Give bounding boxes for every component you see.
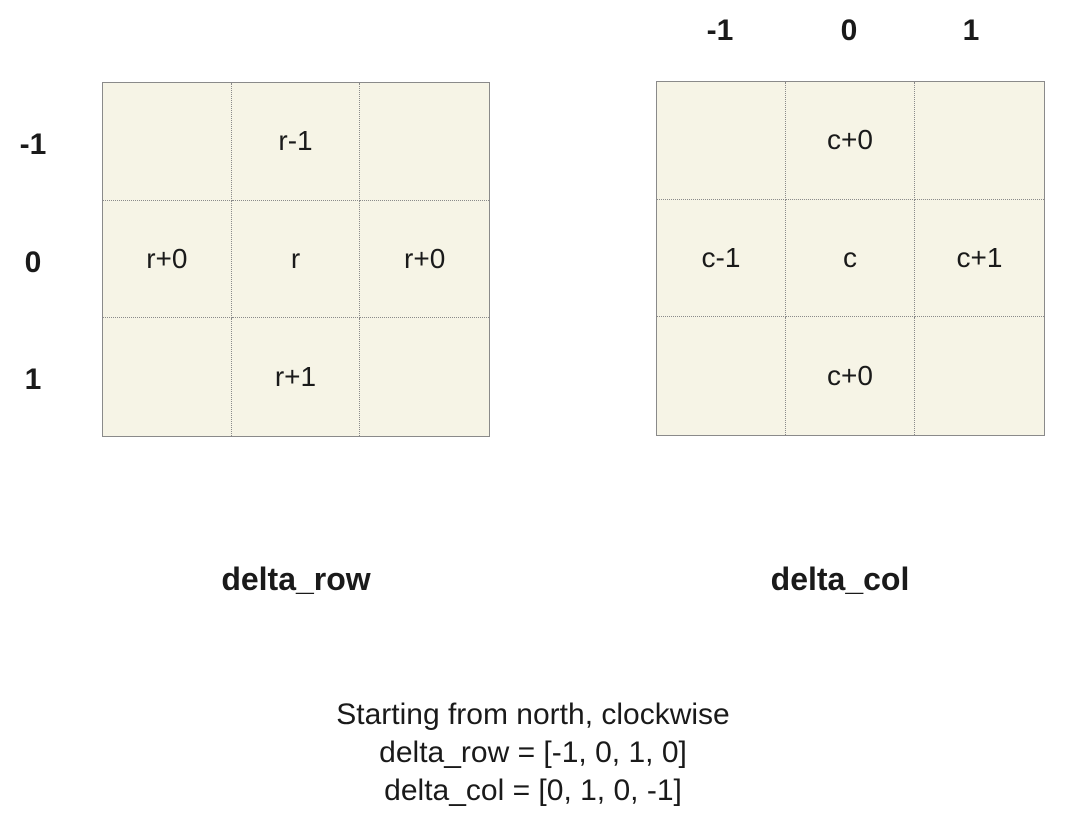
delta-col-title: delta_col: [770, 561, 910, 597]
caption: Starting from north, clockwise delta_row…: [0, 696, 1066, 810]
col-label-0: 0: [840, 14, 858, 47]
caption-line: delta_col = [0, 1, 0, -1]: [384, 774, 682, 807]
grid-cell: [915, 317, 1044, 435]
grid-cell: c+0: [786, 317, 915, 435]
col-label-minus-1: -1: [706, 14, 734, 47]
grid-cell: [103, 318, 232, 436]
grid-cell: [103, 83, 232, 201]
grid-cell: r+1: [232, 318, 361, 436]
delta-row-grid: r-1 r+0 r r+0 r+1: [102, 82, 490, 437]
grid-cell: [915, 82, 1044, 200]
grid-cell: c+0: [786, 82, 915, 200]
grid-cell: r+0: [360, 201, 489, 319]
caption-line: Starting from north, clockwise: [336, 698, 730, 731]
delta-col-grid: c+0 c-1 c c+1 c+0: [656, 81, 1045, 436]
grid-cell: [360, 83, 489, 201]
grid-cell: c: [786, 199, 915, 318]
grid-cell: [657, 82, 786, 200]
grid-cell: r-1: [231, 83, 361, 201]
grid-cell: [360, 318, 489, 436]
row-label-1: 1: [24, 363, 42, 396]
row-label-0: 0: [24, 246, 42, 279]
caption-line: delta_row = [-1, 0, 1, 0]: [379, 736, 687, 769]
grid-cell: r: [231, 200, 361, 319]
grid-cell: r+0: [103, 200, 232, 319]
grid-cell: [657, 317, 786, 435]
row-label-minus-1: -1: [19, 128, 47, 161]
grid-cell: c+1: [915, 200, 1044, 318]
col-label-1: 1: [962, 14, 980, 47]
grid-cell: c-1: [657, 199, 786, 318]
delta-row-title: delta_row: [221, 561, 371, 597]
